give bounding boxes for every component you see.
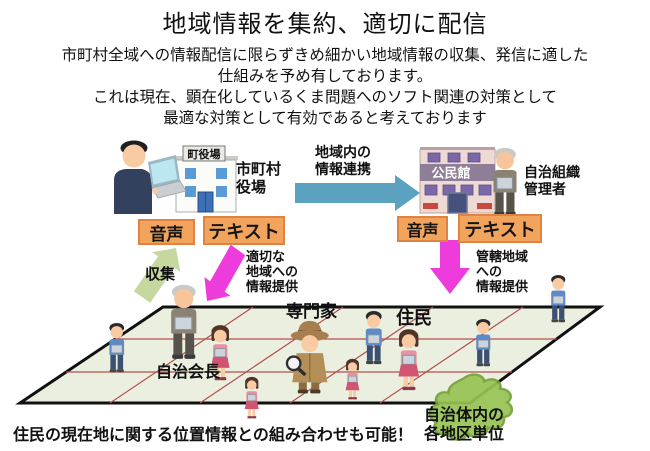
deliver-arrow-left [204, 244, 246, 301]
text-chip-right: テキスト [458, 214, 542, 243]
collect-arrow [133, 248, 181, 303]
voice-chip-right: 音声 [397, 216, 448, 242]
link-arrow-label: 地域内の 情報連携 [315, 144, 371, 177]
community-center-sign: 公民館 [431, 166, 470, 181]
link-arrow [295, 175, 420, 211]
footnote: 住民の現在地に関する位置情報との組み合わせも可能！ [13, 427, 413, 444]
deliver-arrow-right [430, 240, 470, 294]
collect-arrow-label: 収集 [145, 266, 176, 283]
town-hall-building: 町役場 [174, 145, 238, 213]
intro-line-2: 仕組みを予め有しております。 [217, 68, 433, 85]
page-title: 地域情報を集約、適切に配信 [162, 11, 488, 38]
community-manager-label: 自治組織 管理者 [524, 164, 580, 197]
community-manager-figure [492, 147, 518, 217]
residents-label: 住民 [396, 308, 432, 328]
deliver-right-label: 管轄地域 への 情報提供 [476, 249, 529, 294]
municipal-office-label: 市町村 役場 [236, 161, 282, 196]
resident-female-figure [244, 376, 260, 419]
intro-line-3: これは現在、顕在化しているくま問題へのソフト関連の対策として [92, 89, 558, 106]
district-label: 自治体内の 各地区単位 [424, 407, 505, 443]
intro-line-1: 市町村全域への情報配信に限らずきめ細かい地域情報の収集、発信に適した [61, 47, 589, 64]
text-chip-left: テキスト [203, 216, 285, 245]
intro-line-4: 最適な対策として有効であると考えております [163, 110, 487, 127]
district-map-shape [428, 373, 514, 441]
voice-chip-left: 音声 [138, 219, 195, 245]
municipal-clerk-figure [114, 140, 187, 214]
town-hall-sign: 町役場 [188, 147, 221, 161]
community-center-building: 公民館 [419, 147, 496, 214]
chairman-label: 自治会長 [156, 364, 221, 381]
expert-label: 専門家 [286, 302, 337, 321]
deliver-left-label: 適切な 地域への 情報提供 [246, 249, 299, 294]
